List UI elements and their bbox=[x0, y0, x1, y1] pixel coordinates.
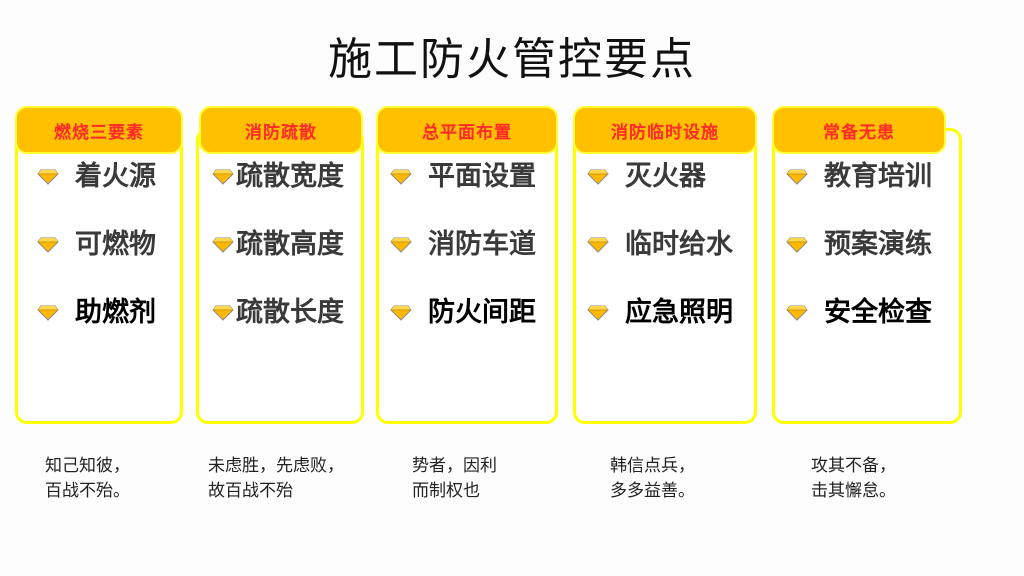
item-label: 预案演练 bbox=[824, 229, 932, 260]
diamond-icon bbox=[786, 237, 808, 253]
card-header-preparedness: 常备无患 bbox=[772, 106, 946, 154]
quote: 知己知彼， 百战不殆。 bbox=[45, 454, 130, 504]
item-label: 安全检查 bbox=[824, 297, 932, 328]
item-label: 可燃物 bbox=[75, 229, 156, 260]
item-label: 教育培训 bbox=[824, 161, 932, 192]
list-item: 疏散高度 bbox=[212, 228, 344, 262]
list-item: 灭火器 bbox=[587, 160, 706, 194]
list-item: 安全检查 bbox=[786, 296, 932, 330]
quote-line: 未虑胜，先虑败， bbox=[208, 456, 344, 476]
quote-line: 多多益善。 bbox=[610, 481, 695, 501]
diamond-icon bbox=[212, 169, 234, 185]
item-label: 疏散长度 bbox=[236, 297, 344, 328]
list-item: 预案演练 bbox=[786, 228, 932, 262]
quote: 攻其不备， 击其懈怠。 bbox=[811, 454, 896, 504]
diamond-icon bbox=[37, 305, 59, 321]
card-header-temporary-facilities: 消防临时设施 bbox=[573, 106, 757, 154]
quote-line: 势者，因利 bbox=[412, 456, 497, 476]
item-label: 灭火器 bbox=[625, 161, 706, 192]
quote-line: 攻其不备， bbox=[811, 456, 896, 476]
quote-line: 而制权也 bbox=[412, 481, 480, 501]
card-header-fire-triangle: 燃烧三要素 bbox=[15, 106, 183, 154]
item-label: 着火源 bbox=[75, 161, 156, 192]
quote-line: 击其懈怠。 bbox=[811, 481, 896, 501]
quote-line: 故百战不殆 bbox=[208, 481, 293, 501]
quote-line: 知己知彼， bbox=[45, 456, 130, 476]
list-item: 助燃剂 bbox=[37, 296, 156, 330]
diamond-icon bbox=[390, 237, 412, 253]
list-item: 临时给水 bbox=[587, 228, 733, 262]
card-header-site-layout: 总平面布置 bbox=[376, 106, 558, 154]
quote: 韩信点兵， 多多益善。 bbox=[610, 454, 695, 504]
list-item: 可燃物 bbox=[37, 228, 156, 262]
item-label: 疏散高度 bbox=[236, 229, 344, 260]
diamond-icon bbox=[587, 169, 609, 185]
list-item: 平面设置 bbox=[390, 160, 536, 194]
list-item: 疏散长度 bbox=[212, 296, 344, 330]
diamond-icon bbox=[390, 169, 412, 185]
list-item: 消防车道 bbox=[390, 228, 536, 262]
item-label: 平面设置 bbox=[428, 161, 536, 192]
quote-line: 百战不殆。 bbox=[45, 481, 130, 501]
item-label: 应急照明 bbox=[625, 297, 733, 328]
page-title: 施工防火管控要点 bbox=[328, 34, 696, 85]
quote-line: 韩信点兵， bbox=[610, 456, 695, 476]
quote: 未虑胜，先虑败， 故百战不殆 bbox=[208, 454, 344, 504]
item-label: 疏散宽度 bbox=[236, 161, 344, 192]
quote: 势者，因利 而制权也 bbox=[412, 454, 497, 504]
diamond-icon bbox=[786, 305, 808, 321]
card-header-evacuation: 消防疏散 bbox=[199, 106, 363, 154]
list-item: 着火源 bbox=[37, 160, 156, 194]
list-item: 教育培训 bbox=[786, 160, 932, 194]
diamond-icon bbox=[37, 237, 59, 253]
list-item: 防火间距 bbox=[390, 296, 536, 330]
item-label: 助燃剂 bbox=[75, 297, 156, 328]
diamond-icon bbox=[390, 305, 412, 321]
list-item: 疏散宽度 bbox=[212, 160, 344, 194]
diamond-icon bbox=[212, 305, 234, 321]
item-label: 消防车道 bbox=[428, 229, 536, 260]
diamond-icon bbox=[37, 169, 59, 185]
item-label: 防火间距 bbox=[428, 297, 536, 328]
item-label: 临时给水 bbox=[625, 229, 733, 260]
diamond-icon bbox=[786, 169, 808, 185]
diamond-icon bbox=[587, 237, 609, 253]
diamond-icon bbox=[587, 305, 609, 321]
diamond-icon bbox=[212, 237, 234, 253]
list-item: 应急照明 bbox=[587, 296, 733, 330]
